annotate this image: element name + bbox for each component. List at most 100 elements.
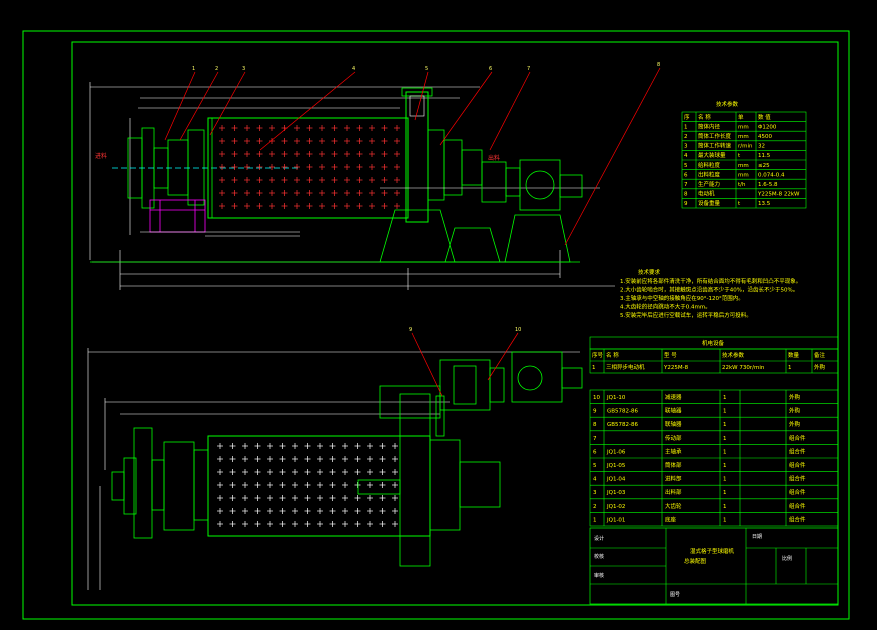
parts-list-cell: 1 [723,449,727,455]
callout-5: 5 [425,66,428,72]
top-view: 1 2 3 4 5 6 7 8 进料 出料 [89,62,661,290]
tech-params-cell: Φ1200 [758,124,777,130]
tech-params-cell: 9 [684,201,688,207]
callout-7: 7 [527,66,530,72]
tech-params-header: 名 称 [698,113,711,121]
callout-2: 2 [215,66,218,72]
parts-list-cell: 组合件 [789,515,806,523]
parts-list-cell: 外购 [789,407,801,415]
field-scale: 比例 [782,555,792,562]
tech-params-cell: 2 [684,134,688,140]
tech-params-header: 数 值 [758,113,771,121]
tech-params-cell: 0.074-0.4 [758,172,785,178]
parts-list-cell: 外购 [789,393,801,401]
parts-list-cell: 3 [593,490,597,496]
parts-list-cell: JQ1-03 [606,490,626,496]
parts-list-cell: 传动部 [665,434,682,442]
discharge-end [380,129,600,201]
parts-list-cell: 2 [593,504,597,510]
inlet-label: 进料 [95,152,107,160]
gear-plan [357,385,501,567]
parts-list-cell: 1 [723,395,727,401]
tech-params-cell: mm [738,134,749,140]
parts-list-cell: 9 [593,409,597,415]
electrical-header: 技术参数 [722,351,745,359]
feed-end-plan [111,427,209,539]
top-leaders [164,67,661,246]
tech-params-cell: 1 [684,124,688,130]
bottom-dimensions [87,348,580,590]
parts-list-cell: 进料部 [665,475,682,483]
parts-list-cell: 底座 [665,515,677,523]
tech-params-cell: mm [738,163,749,169]
parts-list-cell: 组合件 [789,502,806,510]
callout-9: 9 [409,327,412,333]
parts-list-cell: 1 [723,463,727,469]
feed-end [112,127,300,209]
parts-list-cell: 大齿轮 [665,502,682,510]
electrical-header: 数量 [788,351,800,359]
shell-liner-bolts-top [219,125,400,209]
callout-10: 10 [515,327,521,333]
parts-list-cell: 减速器 [665,393,682,401]
tech-params-cell: t/h [738,182,746,188]
callout-6: 6 [489,66,492,72]
parts-list-cell: GB5782-86 [607,422,639,428]
tech-params-cell: 1.6-5.8 [758,182,778,188]
tech-params-cell: 8 [684,192,688,198]
parts-list-cell: 联轴器 [665,420,682,428]
tech-params-cell: mm [738,124,749,130]
electrical-header: 名 称 [606,351,619,359]
tech-params-cell: 13.5 [758,201,771,207]
parts-list-cell: JQ1-05 [606,463,626,469]
callout-8: 8 [657,62,660,68]
tech-req-title: 技术要求 [638,268,661,276]
field-drawing-no: 图号 [670,592,680,598]
parts-list-cell: JQ1-10 [606,395,626,401]
tech-params-cell: 7 [684,182,688,188]
tech-requirements: 技术要求 1.安装前应将各部件清洗干净，所有结合面均不得有毛刺和凹凸不平现象。2… [620,268,801,319]
electrical-header: 序号 [592,351,604,359]
field-date: 日期 [752,534,762,540]
title-line1: 湿式格子型球磨机 [690,547,735,555]
outer-frame [22,30,850,620]
bottom-view: 9 10 [87,327,583,590]
parts-list-cell: 1 [723,517,727,523]
tech-params-cell: r/min [738,144,753,150]
tech-req-item: 3.主轴承与中空轴的接触角应在90°-120°范围内。 [620,294,744,302]
tech-params-cell: 5 [684,163,688,169]
parts-list-cell: 1 [723,436,727,442]
parts-list-cell: 10 [593,395,600,401]
field-design: 设计 [594,535,604,542]
tech-params-cell: 电动机 [698,190,715,198]
tech-params-title: 技术参数 [716,100,739,108]
tech-req-item: 2.大小齿轮啮合时，其接触斑点沿齿高不少于40%，沿齿长不少于50%。 [620,286,798,294]
field-approve: 审核 [594,572,604,579]
tech-params-cell: Y225M-8 22kW [757,192,800,198]
field-check: 校核 [594,553,604,560]
tech-params-header: 单 [738,113,744,121]
tech-params-cell: 出料粒度 [698,170,721,178]
electrical-cell: 1 [592,365,596,371]
parts-list-cell: 组合件 [789,488,806,496]
tech-params-cell: 给料粒度 [698,161,721,169]
outlet-label: 出料 [488,154,500,162]
parts-list-cell: 出料部 [665,488,682,496]
callout-3: 3 [242,66,245,72]
title-block: 湿式格子型球磨机 总装配图 设计 校核 审核 日期 比例 图号 [589,527,839,605]
callout-1: 1 [192,66,195,72]
tech-req-item: 1.安装前应将各部件清洗干净，所有结合面均不得有毛刺和凹凸不平现象。 [620,277,801,285]
parts-list-cell: 8 [593,422,597,428]
drive-plan [435,351,583,437]
parts-list-cell: JQ1-01 [606,517,625,523]
parts-list-cell: 1 [723,504,727,510]
tech-params-cell: 3 [684,144,688,150]
bottom-leaders [411,332,519,397]
top-dimensions [89,82,615,290]
shell-liner-bolts-bottom [217,443,398,527]
title-line2: 总装配图 [684,557,707,565]
tech-params-header: 序 [684,113,690,121]
tech-params-cell: 4500 [758,134,772,140]
parts-list-cell: 筒体部 [665,461,682,469]
